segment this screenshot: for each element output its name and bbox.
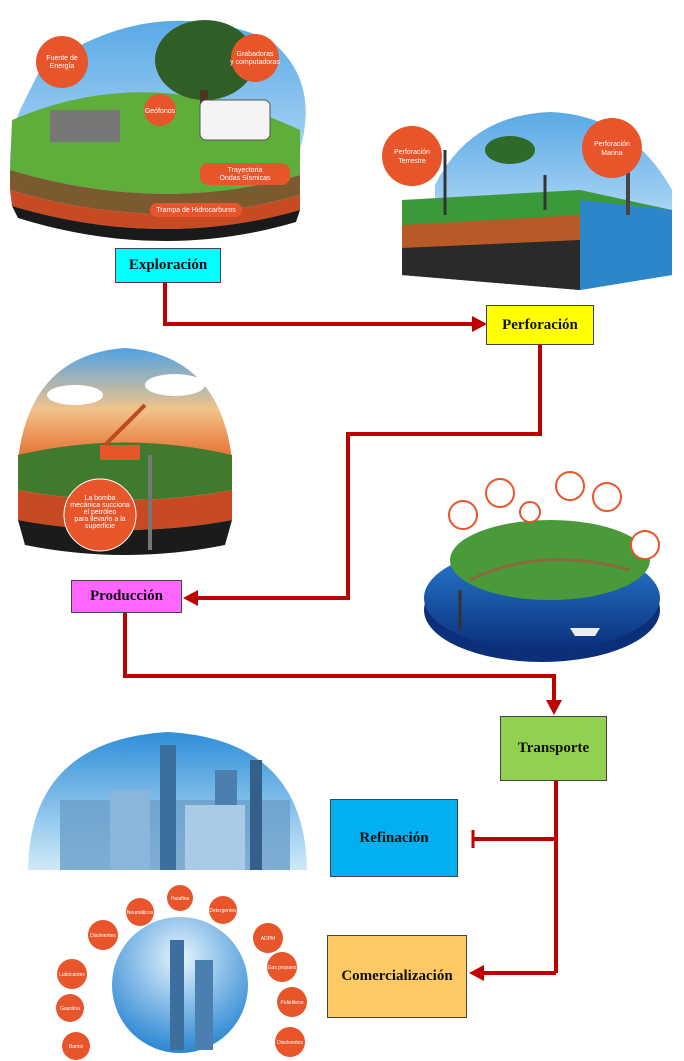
callout-trayectoria-1: Trayectoria — [228, 167, 263, 174]
product-gas-propano: Gas propano — [268, 965, 297, 971]
step-exploracion-label: Exploración — [128, 257, 208, 273]
products-illustration: Parafina Detergentes Neumáticos Disolven… — [56, 885, 307, 1060]
product-lubricantes: Lubricantes — [59, 972, 85, 978]
callout-perforacion-terrestre-1: Perforación — [394, 149, 430, 156]
callout-fuente-energia-2: Energía — [50, 63, 75, 70]
callout-trampa: Trampa de Hidrocarburos — [156, 207, 236, 214]
arrow-produccion-transporte — [123, 612, 556, 702]
callout-perforacion-marina-1: Perforación — [594, 141, 630, 148]
step-refinacion: Refinación — [330, 799, 458, 877]
drilling-illustration: Perforación Terrestre Perforación Marina — [382, 112, 672, 290]
product-neumaticos: Neumáticos — [127, 910, 154, 916]
arrow-head-produccion — [183, 590, 198, 606]
callout-fuente-energia-1: Fuente de — [46, 55, 78, 62]
refinery-illustration — [28, 732, 307, 870]
arrow-head-perforacion — [472, 316, 487, 332]
product-disolventes-1: Disolventes — [90, 933, 116, 939]
step-produccion-label: Producción — [89, 588, 164, 604]
step-transporte: Transporte — [500, 716, 607, 781]
step-produccion: Producción — [71, 580, 182, 613]
callout-perforacion-terrestre-2: Terrestre — [398, 158, 426, 165]
step-comercializacion-label: Comercialización — [341, 968, 453, 984]
arrow-exploracion-perforacion — [163, 283, 474, 326]
callout-bomba-3: el petróleo — [84, 509, 117, 516]
callout-perforacion-marina-2: Marina — [601, 150, 623, 157]
callout-trayectoria-2: Ondas Sísmicas — [220, 175, 271, 182]
step-perforacion-label: Perforación — [502, 316, 578, 333]
callout-bomba-5: superficie — [85, 523, 115, 530]
arrow-perforacion-produccion — [196, 345, 542, 600]
product-barniz: Barniz — [69, 1044, 84, 1050]
callout-bomba-1: La bomba — [84, 495, 115, 502]
arrow-head-transporte — [546, 700, 562, 715]
callout-bomba-4: para llevarlo a la — [74, 516, 125, 523]
product-detergentes: Detergentes — [209, 908, 237, 914]
product-gasolina: Gasolina — [60, 1006, 80, 1012]
product-parafina: Parafina — [171, 896, 190, 902]
exploration-illustration: Fuente de Energía Geófonos Grabadoras y … — [10, 20, 306, 242]
callout-grabadoras-2: y computadoras — [230, 59, 280, 66]
product-adpm: ADPM — [261, 936, 275, 942]
step-perforacion: Perforación — [486, 305, 594, 345]
transport-illustration — [424, 471, 660, 662]
product-polietileno: Polietileno — [280, 1000, 303, 1006]
production-illustration: La bomba mecánica succiona el petróleo p… — [18, 348, 232, 555]
connectors — [123, 283, 562, 981]
step-exploracion: Exploración — [115, 248, 221, 283]
step-comercializacion: Comercialización — [327, 935, 467, 1018]
product-disolventes-2: Disolventes — [277, 1040, 303, 1046]
arrow-head-comercializacion — [469, 965, 484, 981]
callout-grabadoras-1: Grabadoras — [237, 51, 274, 58]
step-refinacion-label: Refinación — [359, 829, 429, 846]
step-transporte-label: Transporte — [517, 740, 590, 756]
callout-geofonos: Geófonos — [145, 108, 176, 115]
callout-bomba-2: mecánica succiona — [70, 502, 130, 509]
